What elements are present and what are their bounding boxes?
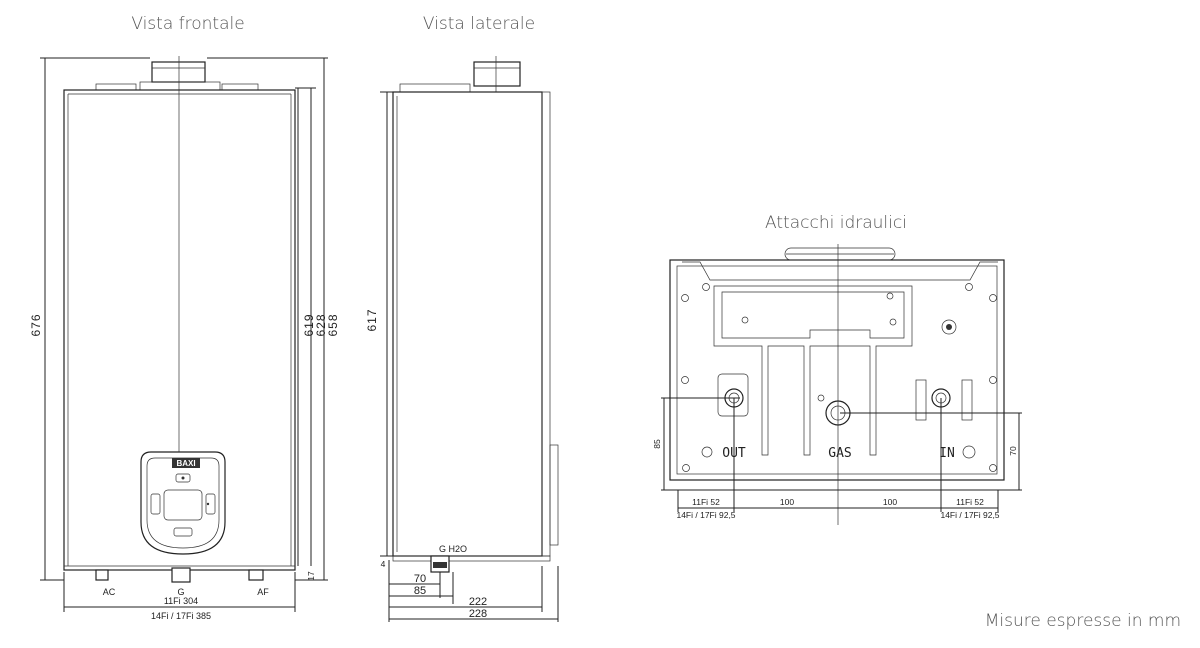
side-flue: [473, 61, 521, 87]
display-screen: [163, 489, 203, 521]
units-note: Misure espresse in mm: [985, 611, 1181, 631]
connections-view: OUT GAS IN 85 70 11Fi 52 14Fi / 17Fi 92,…: [652, 244, 1022, 525]
fitting-ac: [95, 569, 109, 581]
side-view-title: Vista laterale: [423, 14, 535, 34]
dim-conn-14fi-left: 14Fi / 17Fi 92,5: [676, 510, 735, 520]
fitting-af: [248, 569, 264, 581]
dim-conn-11fi-right: 11Fi 52: [956, 497, 984, 507]
dim-side-228: 228: [469, 608, 487, 620]
dim-side-height-617: 617: [365, 308, 379, 331]
dim-conn-14fi-right: 14Fi / 17Fi 92,5: [940, 510, 999, 520]
label-ac: AC: [103, 587, 116, 597]
label-in: IN: [939, 446, 955, 461]
fitting-g: [171, 567, 191, 583]
dim-side-222: 222: [469, 596, 487, 608]
drain-icon: [941, 319, 957, 335]
dim-conn-100-right: 100: [883, 497, 897, 507]
boiler-body-side: [392, 91, 543, 557]
dim-side-gap-4: 4: [381, 559, 386, 569]
label-g: G: [177, 587, 184, 597]
label-gas: GAS: [828, 446, 851, 461]
dim-conn-11fi-left: 11Fi 52: [692, 497, 720, 507]
right-button-icon: [205, 493, 216, 515]
dim-side-70: 70: [414, 573, 426, 585]
dim-front-height-619: 619: [302, 313, 316, 336]
dim-14fi-385: 14Fi / 17Fi 385: [151, 611, 211, 621]
dim-conn-100-left: 100: [780, 497, 794, 507]
label-af: AF: [257, 587, 269, 597]
dim-conn-70: 70: [1008, 446, 1018, 456]
dim-front-gap-17: 17: [306, 571, 316, 581]
mounting-bolt-icons: [681, 283, 997, 472]
side-view: G H2O 617 4 70 85 222 228: [365, 56, 559, 622]
reset-button-icon: [173, 527, 193, 537]
boiler-bottom-outline: [669, 259, 1005, 481]
connections-view-title: Attacchi idraulici: [765, 213, 907, 233]
dim-side-85: 85: [414, 585, 426, 597]
flue-outlet: [151, 61, 206, 83]
baxi-logo: BAXI: [176, 459, 195, 468]
dim-front-height-676: 676: [29, 313, 43, 336]
front-view: BAXI AC G AF 11Fi 304 14Fi / 17Fi 385 67…: [29, 56, 340, 621]
out-marker-icon: [701, 446, 713, 458]
front-view-title: Vista frontale: [131, 14, 244, 34]
label-g-h2o: G H2O: [439, 544, 467, 554]
left-button-icon: [150, 493, 161, 515]
side-bolt-icon: [962, 445, 976, 459]
control-panel: BAXI: [140, 451, 226, 555]
dim-front-height-658: 658: [326, 313, 340, 336]
dim-11fi-304: 11Fi 304: [164, 596, 198, 606]
baxi-logo-plate: [172, 458, 200, 468]
dim-front-height-628: 628: [314, 313, 328, 336]
dim-conn-85: 85: [652, 439, 662, 449]
